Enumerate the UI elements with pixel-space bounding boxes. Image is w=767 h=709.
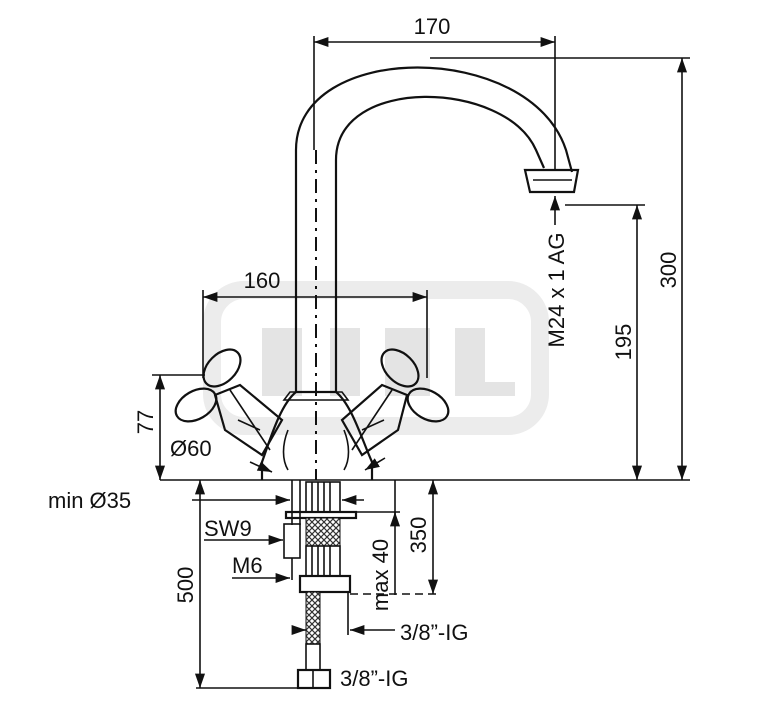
- dim-label-500: 500: [173, 567, 198, 604]
- dim-max-thickness: max 40: [340, 480, 401, 611]
- watermark-logo: [203, 281, 549, 435]
- dim-handle-span: 160: [202, 268, 428, 378]
- left-handle: [174, 348, 284, 457]
- stud-thread-label: M6: [232, 553, 263, 578]
- dim-handle-height: 77: [133, 374, 205, 480]
- dim-label-77: 77: [133, 410, 158, 434]
- connection-label-1: 3/8”-IG: [400, 620, 468, 645]
- dim-label-160: 160: [244, 268, 281, 293]
- dim-label-170: 170: [414, 14, 451, 39]
- wrench-size-label: SW9: [204, 516, 252, 541]
- right-handle: [340, 348, 450, 457]
- dim-outlet-height: 195: [565, 204, 645, 480]
- dim-label-300: 300: [656, 252, 681, 289]
- dim-label-d60: Ø60: [170, 436, 212, 461]
- dim-label-195: 195: [611, 324, 636, 361]
- outlet-thread-callout: M24 x 1 AG: [544, 196, 569, 347]
- dim-label-min-d35: min Ø35: [48, 488, 131, 513]
- dim-short-hose: 350: [350, 480, 440, 595]
- dim-base-diameter: Ø60: [170, 436, 386, 473]
- dim-label-max-40: max 40: [368, 539, 393, 611]
- outlet-thread-label: M24 x 1 AG: [544, 233, 569, 348]
- dim-total-height: 300: [430, 57, 690, 480]
- dim-long-hose: 500: [173, 480, 300, 689]
- spout: [294, 66, 580, 480]
- connection-label-2: 3/8”-IG: [340, 666, 408, 691]
- connection-callout-2: 3/8”-IG: [340, 666, 408, 691]
- stud-thread-callout: M6: [232, 553, 290, 584]
- tap-body: [174, 348, 450, 480]
- dim-label-350: 350: [406, 517, 431, 554]
- supply-hoses: [283, 480, 358, 690]
- dim-spout-reach: 170: [313, 14, 556, 170]
- wrench-size-callout: SW9: [204, 516, 283, 546]
- dim-min-hole: min Ø35: [48, 488, 364, 513]
- connection-callout-1: 3/8”-IG: [291, 592, 468, 645]
